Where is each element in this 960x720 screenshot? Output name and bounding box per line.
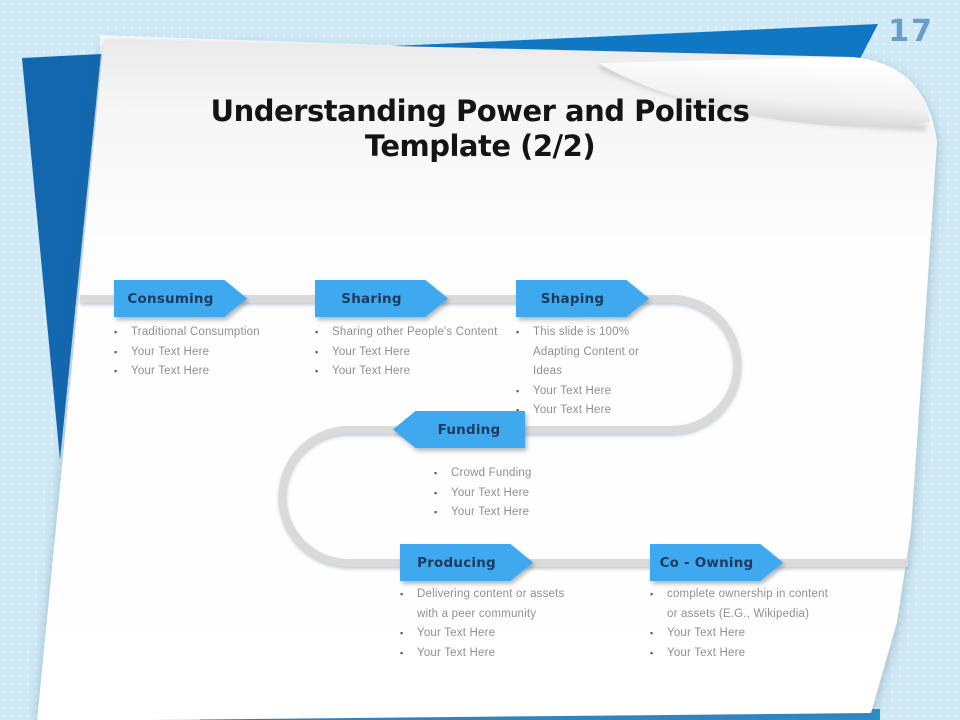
bullet-item: Your Text Here <box>514 401 666 421</box>
bullet-item: Your Text Here <box>648 644 836 664</box>
bullet-item: Your Text Here <box>313 343 508 363</box>
bullet-item: Your Text Here <box>112 362 287 382</box>
bullet-item: complete ownership in content or assets … <box>648 585 836 624</box>
page-curl <box>598 57 930 127</box>
bullet-item: Crowd Funding <box>432 464 597 484</box>
producing-label: Producing <box>400 544 533 581</box>
consuming-label: Consuming <box>114 280 247 317</box>
funding-label: Funding <box>393 411 525 448</box>
co-owning-label: Co - Owning <box>650 544 783 581</box>
bullet-item: Delivering content or assets with a peer… <box>398 585 566 624</box>
bullet-item: Your Text Here <box>313 362 508 382</box>
bullet-item: Sharing other People's Content <box>313 323 508 343</box>
slide-title-line1: Understanding Power and Politics <box>210 94 750 128</box>
consuming-arrow-shape: Consuming <box>114 280 247 317</box>
bullet-item: Your Text Here <box>514 382 666 402</box>
bullet-item: This slide is 100% Adapting Content or I… <box>514 323 666 382</box>
bullet-item: Traditional Consumption <box>112 323 287 343</box>
sharing-bullets: Sharing other People's Content Your Text… <box>313 323 508 382</box>
co-owning-bullets: complete ownership in content or assets … <box>648 585 836 663</box>
consuming-bullets: Traditional Consumption Your Text Here Y… <box>112 323 287 382</box>
sharing-label: Sharing <box>315 280 448 317</box>
co-owning-arrow-shape: Co - Owning <box>650 544 783 581</box>
sharing-arrow-shape: Sharing <box>315 280 448 317</box>
bullet-item: Your Text Here <box>398 624 566 644</box>
shaping-label: Shaping <box>516 280 649 317</box>
shaping-arrow-shape: Shaping <box>516 280 649 317</box>
funding-arrow-shape: Funding <box>393 411 525 448</box>
producing-bullets: Delivering content or assets with a peer… <box>398 585 566 663</box>
slide-title: Understanding Power and Politics Templat… <box>130 94 830 164</box>
bullet-item: Your Text Here <box>398 644 566 664</box>
shaping-bullets: This slide is 100% Adapting Content or I… <box>514 323 666 421</box>
slide-title-line2: Template (2/2) <box>364 129 596 163</box>
bullet-item: Your Text Here <box>432 503 597 523</box>
dark-blue-wedge <box>22 54 101 460</box>
producing-arrow-shape: Producing <box>400 544 533 581</box>
bullet-item: Your Text Here <box>112 343 287 363</box>
bullet-item: Your Text Here <box>648 624 836 644</box>
bullet-item: Your Text Here <box>432 484 597 504</box>
page-number: 17 <box>888 14 934 49</box>
funding-bullets: Crowd Funding Your Text Here Your Text H… <box>432 464 597 523</box>
